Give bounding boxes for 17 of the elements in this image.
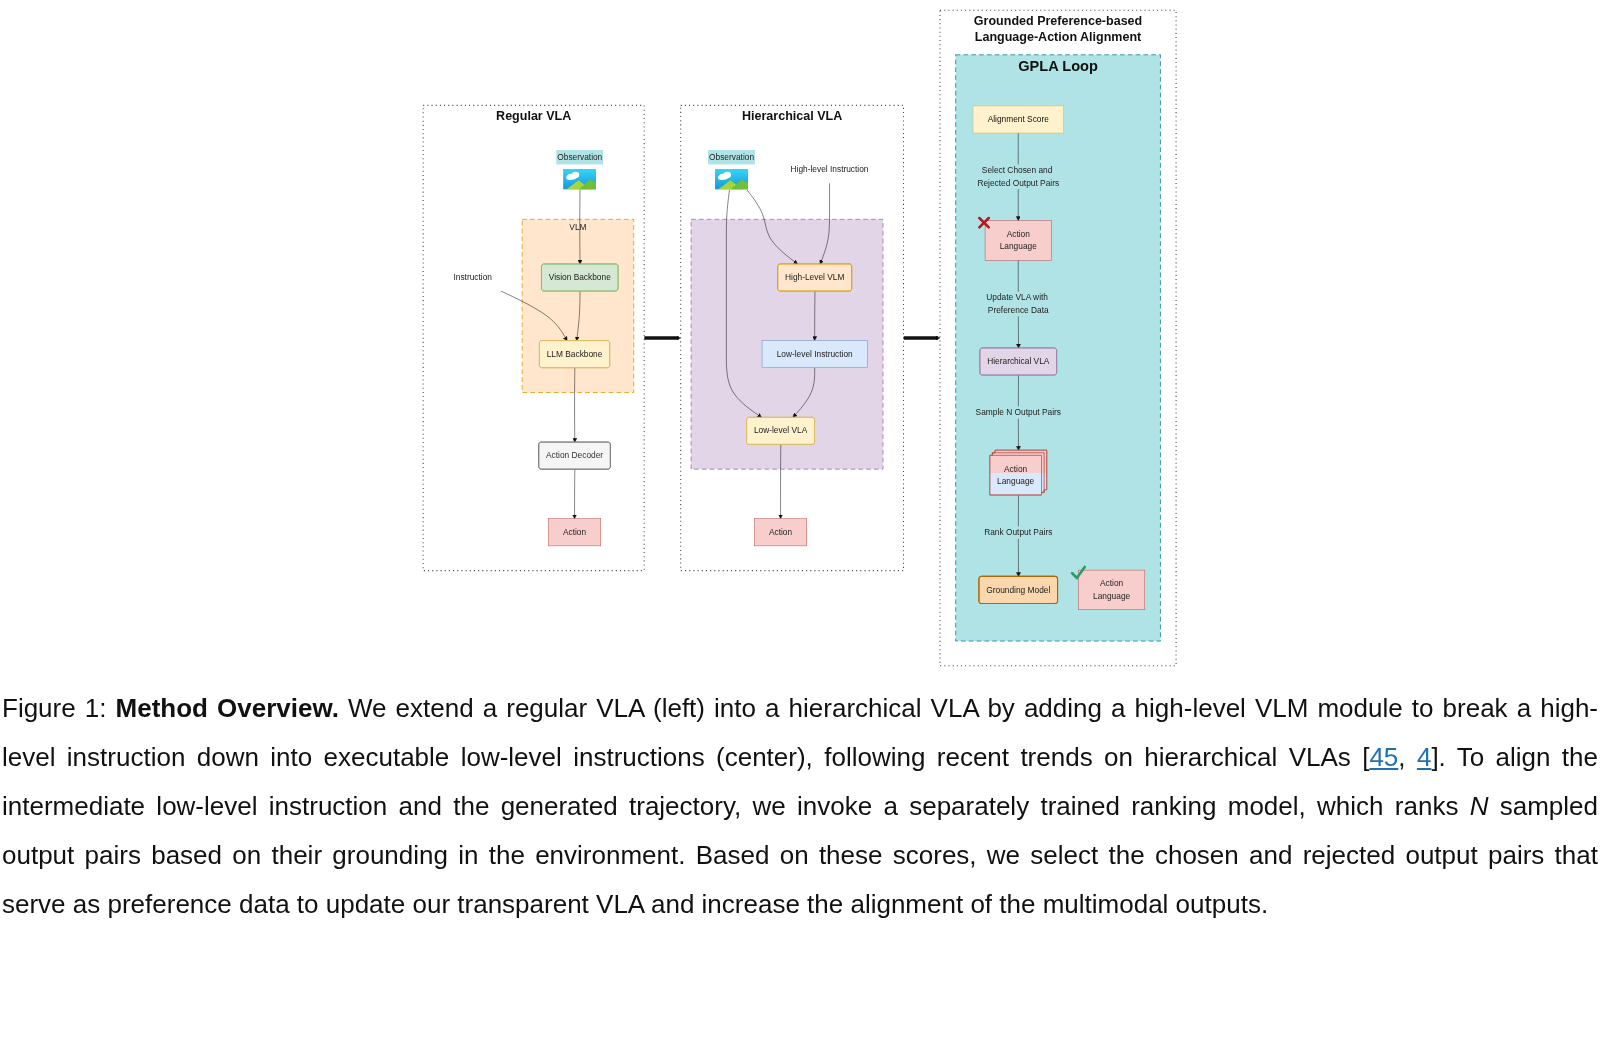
arrow bbox=[903, 335, 941, 341]
arrow bbox=[644, 335, 682, 341]
edge-label: Select Chosen and Rejected Output Pairs bbox=[977, 165, 1060, 188]
node-box: Action Language bbox=[1078, 569, 1146, 610]
edge-label: Sample N Output Pairs bbox=[975, 407, 1062, 417]
node-text: Instruction bbox=[453, 272, 493, 282]
edge-label: Rank Output Pairs bbox=[984, 527, 1053, 537]
node-box: Low-level Instruction bbox=[762, 340, 868, 368]
edge-label: Update VLA with Preference Data bbox=[986, 293, 1050, 315]
citation-link: 45 bbox=[1369, 742, 1399, 772]
node-box: Action bbox=[754, 518, 808, 547]
node-box: Action Language bbox=[985, 220, 1053, 261]
node-text: High-level Instruction bbox=[790, 165, 869, 174]
node-box: Action bbox=[548, 518, 602, 547]
cluster bbox=[691, 218, 884, 470]
caption: Figure 1: Method Overview. We extend a regular VLA (left) into a hierarchical VLA by adding a high-level VLM module to break a high-level instruction down into executable low-level instructions (center), following recent trends on hierarchical VLAs [45, 4]. To align the intermediate low-level instruction and the generated trajectory, we invoke a separately trained ranking model, which ranks N sampled output pairs based on their grounding in the environment. Based on these scores, we select the chosen and rejected output pairs that serve as preference data to update our transparent VLA and increase the alignment of the multimodal outputs. bbox=[1, 692, 1599, 921]
node-box: Alignment Score bbox=[973, 105, 1065, 134]
